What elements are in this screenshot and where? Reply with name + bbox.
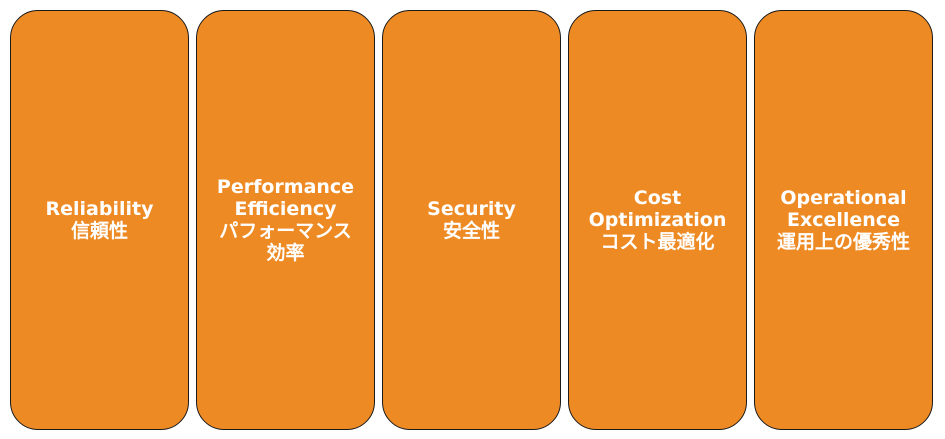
pillar-cost-optimization: Cost Optimization コスト最適化 xyxy=(568,10,747,430)
pillar-title-line-1: Operational xyxy=(780,187,907,209)
pillar-title-line-1: Performance xyxy=(216,176,355,198)
pillar-subtitle: 信頼性 xyxy=(70,220,128,242)
pillar-subtitle-line-1: パフォーマンス xyxy=(219,220,352,242)
pillar-operational-excellence: Operational Excellence 運用上の優秀性 xyxy=(754,10,933,430)
pillar-title: Security xyxy=(427,198,516,220)
pillar-label: Reliability 信頼性 xyxy=(11,198,188,242)
pillar-subtitle: 運用上の優秀性 xyxy=(776,231,910,253)
pillar-title: Reliability xyxy=(45,198,154,220)
pillar-security: Security 安全性 xyxy=(382,10,561,430)
pillar-title-line-2: Optimization xyxy=(588,209,727,231)
pillar-label: Operational Excellence 運用上の優秀性 xyxy=(755,187,932,253)
pillar-subtitle: 安全性 xyxy=(442,220,500,242)
pillar-title-line-2: Efficiency xyxy=(234,198,337,220)
pillar-subtitle-line-2: 効率 xyxy=(266,242,305,264)
pillar-reliability: Reliability 信頼性 xyxy=(10,10,189,430)
pillar-label: Security 安全性 xyxy=(383,198,560,242)
pillar-label: Cost Optimization コスト最適化 xyxy=(569,187,746,253)
pillar-performance-efficiency: Performance Efficiency パフォーマンス 効率 xyxy=(196,10,375,430)
pillar-label: Performance Efficiency パフォーマンス 効率 xyxy=(197,176,374,264)
pillar-subtitle: コスト最適化 xyxy=(600,231,715,253)
pillar-title-line-2: Excellence xyxy=(787,209,900,231)
pillar-title-line-1: Cost xyxy=(633,187,682,209)
